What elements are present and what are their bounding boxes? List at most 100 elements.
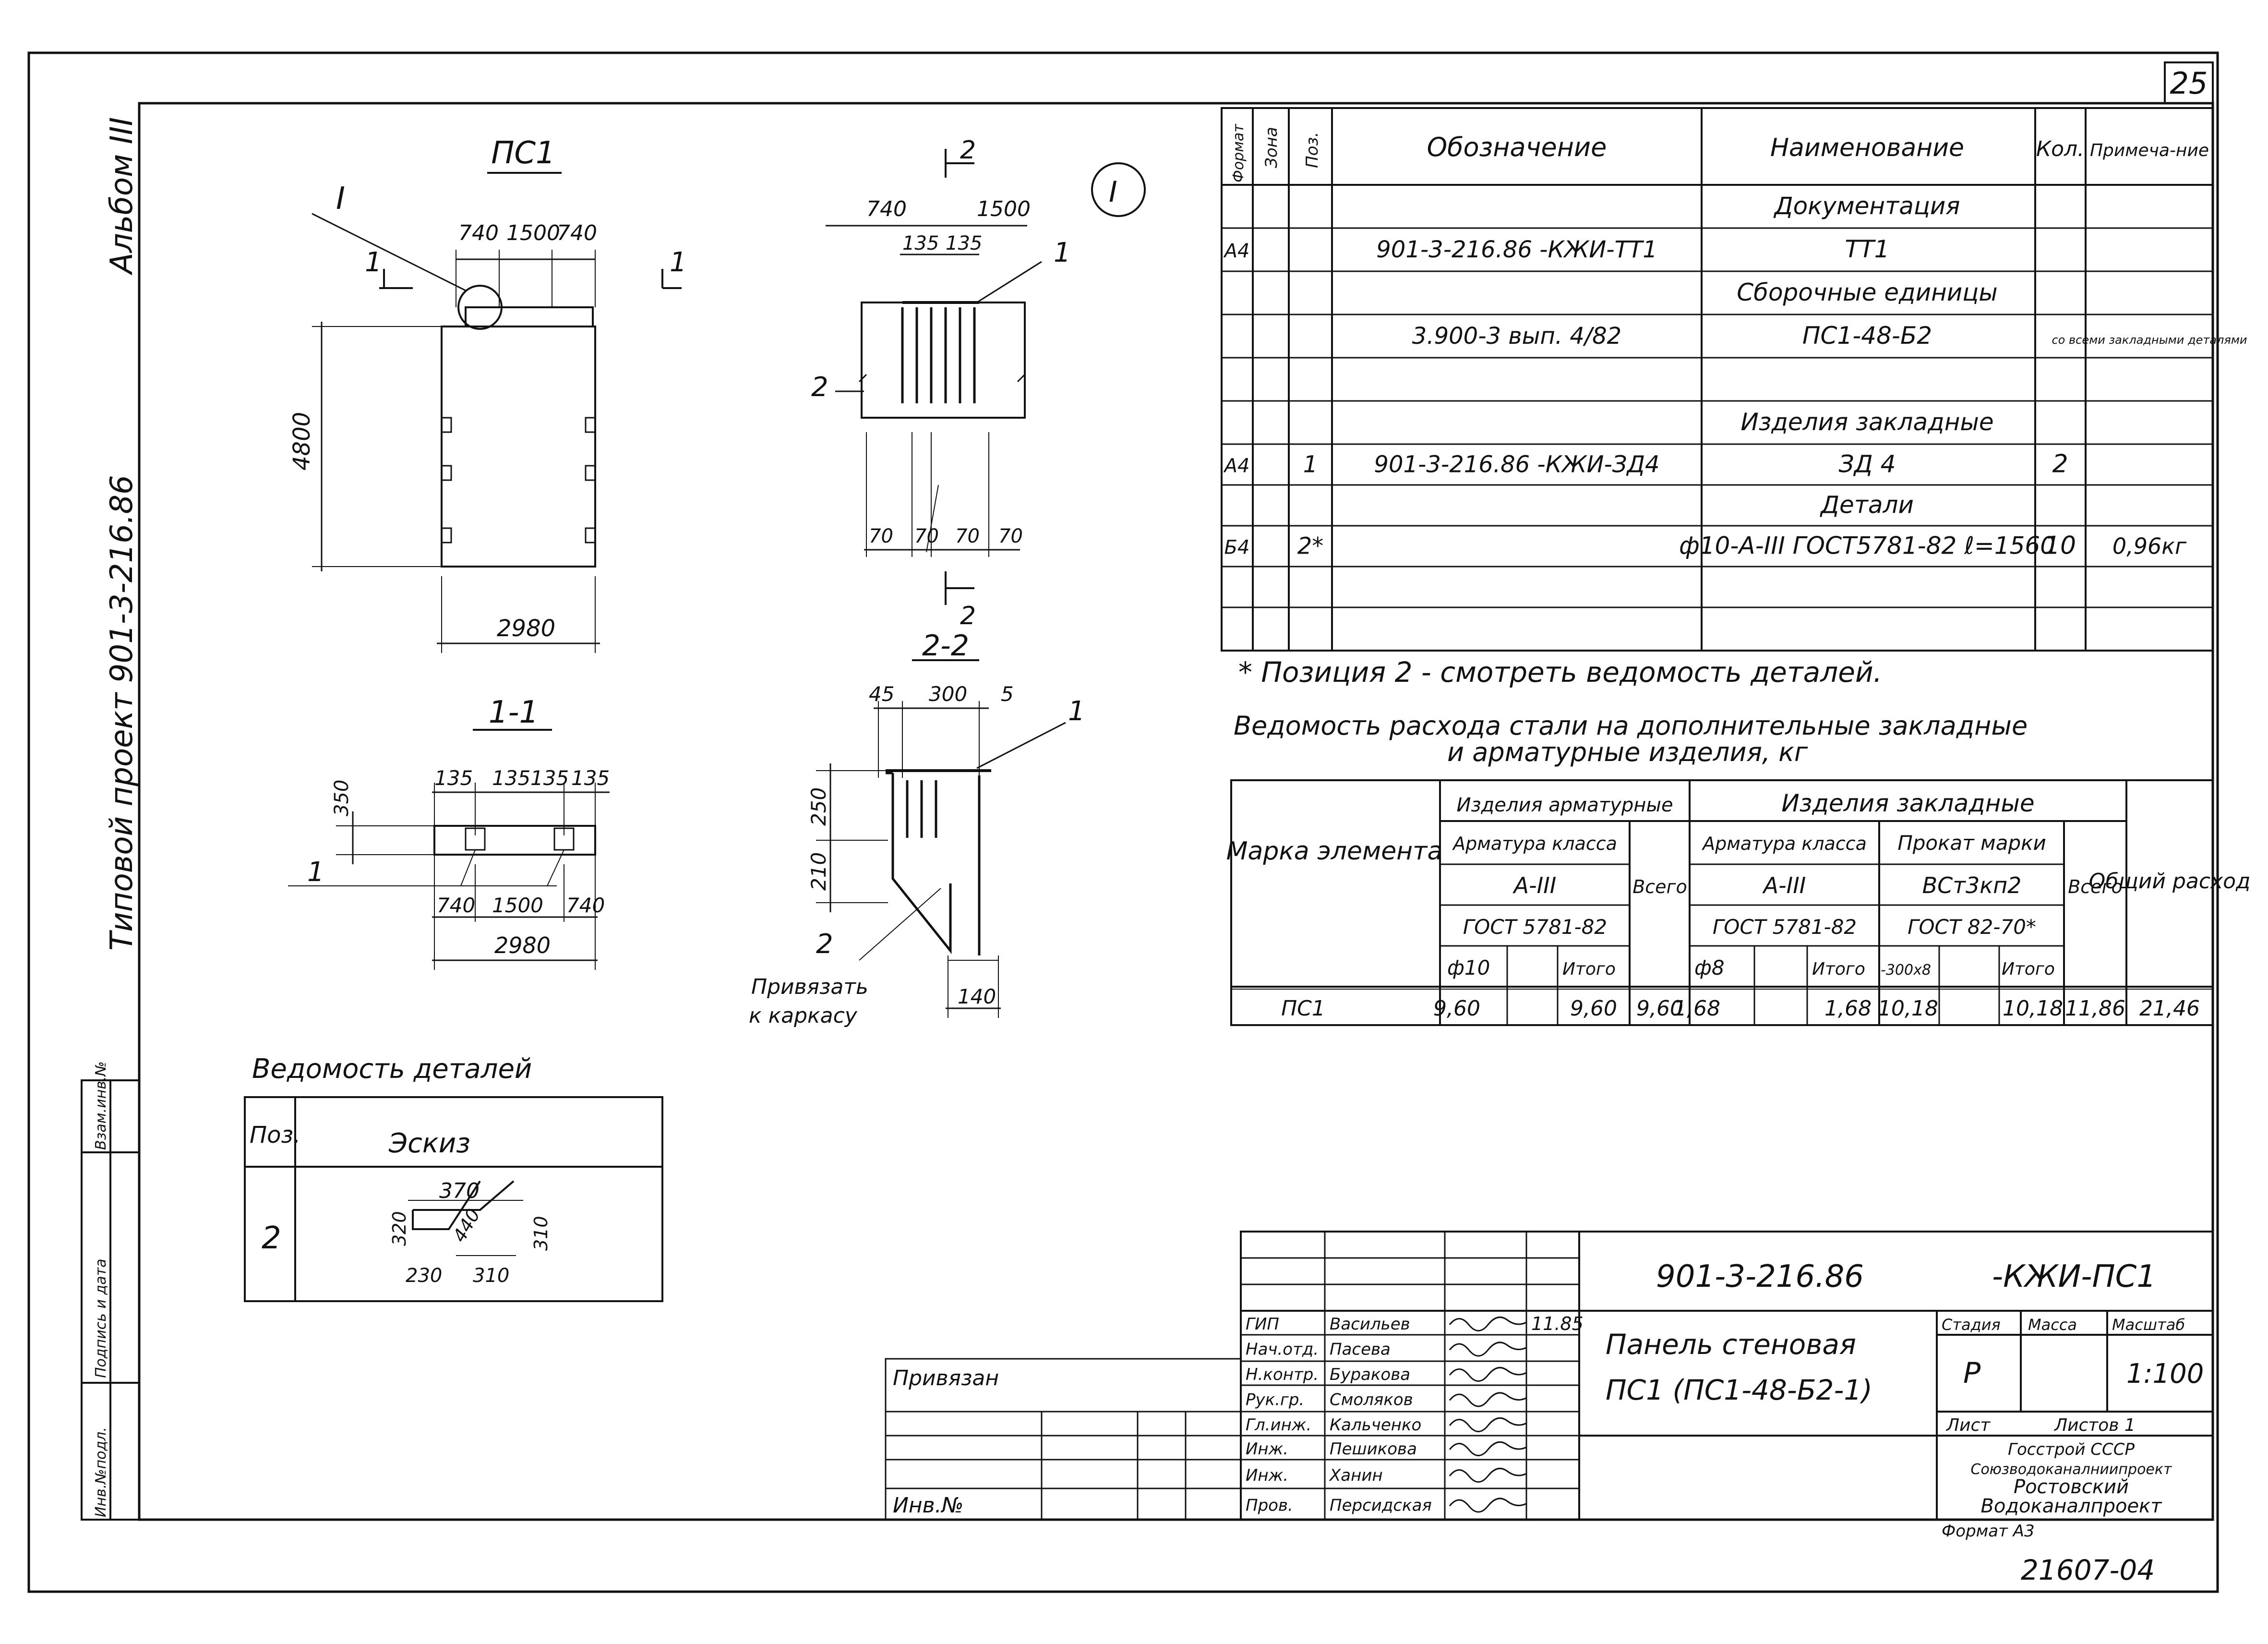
details-title: Ведомость деталей — [252, 1053, 532, 1085]
steel-cell-5: 1,68 — [1824, 996, 1872, 1021]
spec-h-format: Формат — [1230, 123, 1247, 182]
steel-h-vst: ВСт3кп2 — [1922, 872, 2022, 898]
spec-cell-r6-c3: 901-3-216.86 -КЖИ-ЗД4 — [1374, 451, 1659, 478]
s11-dim-top-3: 135 — [530, 766, 569, 790]
section-1-1 — [288, 729, 610, 970]
tb-privyazan: Привязан — [893, 1366, 999, 1390]
steel-h-vsego-1: Всего — [1632, 876, 1687, 897]
steel-h-itogo-2: Итого — [1812, 959, 1865, 979]
s11-dim-top-1: 135 — [434, 766, 473, 790]
steel-h-gost-1: ГОСТ 5781-82 — [1463, 915, 1607, 939]
spec-footnote: * Позиция 2 - смотреть ведомость деталей… — [1238, 656, 1882, 689]
s22-note-2: к каркасу — [749, 1003, 858, 1028]
steel-h-d10: ф10 — [1447, 956, 1490, 979]
s22-dim-top-3: 5 — [1001, 682, 1014, 706]
detail-I-mark: I — [1109, 175, 1117, 209]
s22-dim-left-2: 210 — [807, 852, 830, 891]
steel-h-a3-2: А-III — [1762, 872, 1806, 898]
title-block — [885, 1231, 2214, 1521]
pc1-elevation: ПС1 — [312, 135, 682, 653]
steel-h-total: Общий расход — [2089, 869, 2251, 894]
steel-h-arm-class-1: Арматура класса — [1452, 833, 1617, 854]
pc1-height-dim: 4800 — [288, 412, 315, 471]
steel-cell-1: 9,60 — [1433, 996, 1480, 1021]
pc1-section-mark-right: 1 — [670, 247, 687, 278]
steel-h-itogo-1: Итого — [1562, 959, 1616, 979]
s11-dim-bottom-1: 740 — [437, 894, 475, 917]
steel-h-gost-2: ГОСТ 5781-82 — [1713, 915, 1857, 939]
details-dim-5: 230 — [406, 1265, 442, 1287]
signature-0 — [1449, 1316, 1527, 1331]
tb-org-2: Союзводоканалниипроект — [1971, 1461, 2173, 1478]
detail-I-dim-bottom-4: 70 — [998, 525, 1023, 547]
signature-4 — [1449, 1417, 1527, 1432]
steel-h-zakl: Изделия закладные — [1781, 789, 2034, 817]
steel-cell-2: 9,60 — [1570, 996, 1617, 1021]
tb-sheet-h: Лист — [1945, 1415, 1991, 1435]
tb-format: Формат А3 — [1942, 1522, 2035, 1541]
tb-date: 11.85 — [1531, 1313, 1584, 1334]
detail-I-section-mark-top: 2 — [960, 136, 976, 165]
tb-role-1: Нач.отд. — [1246, 1340, 1319, 1359]
steel-h-arm-class-2: Арматура класса — [1701, 833, 1867, 854]
tb-name-0: Васильев — [1330, 1315, 1410, 1334]
detail-I-dim-bottom-3: 70 — [955, 525, 980, 547]
pc1-width-dim: 2980 — [497, 615, 555, 642]
detail-I-pos-1: 1 — [1054, 237, 1071, 268]
tb-code2: -КЖИ-ПС1 — [1992, 1259, 2156, 1294]
tb-sheets-h: Листов 1 — [2053, 1415, 2136, 1435]
steel-h-a3-1: А-III — [1512, 872, 1557, 898]
steel-h-d8: ф8 — [1694, 956, 1725, 979]
tb-name-4: Кальченко — [1330, 1415, 1421, 1435]
details-table — [244, 1096, 663, 1302]
spec-cell-r5-c4: Изделия закладные — [1740, 408, 1993, 436]
s22-note-1: Привязать — [751, 975, 868, 999]
doc-number: 21607-04 — [2021, 1554, 2155, 1586]
spec-table — [1221, 107, 2214, 652]
tb-name-2: Буракова — [1330, 1365, 1410, 1384]
details-dim-1: 370 — [439, 1179, 480, 1203]
steel-cell-3: 9,60 — [1636, 996, 1683, 1021]
tb-name-2: ПС1 (ПС1-48-Б2-1) — [1606, 1374, 1872, 1406]
tb-role-0: ГИП — [1246, 1315, 1279, 1334]
spec-h-designation: Обозначение — [1427, 132, 1607, 162]
steel-cell-0: ПС1 — [1281, 996, 1325, 1021]
s11-dim-top-2: 135 — [492, 766, 530, 790]
detail-I-dim-top-2: 1500 — [977, 197, 1031, 221]
signature-7 — [1449, 1498, 1527, 1513]
s11-dim-bottom-2: 1500 — [492, 894, 543, 917]
spec-cell-r8-c2: 2* — [1297, 533, 1324, 560]
detail-I-dim-inner-2: 135 — [946, 232, 982, 254]
spec-cell-r6-c5: 2 — [2052, 450, 2068, 479]
details-dim-4: 310 — [530, 1216, 552, 1251]
spec-cell-r3-c3: 3.900-3 вып. 4/82 — [1412, 323, 1621, 350]
spec-cell-r1-c4: ТТ1 — [1845, 235, 1890, 263]
spec-cell-r8-c6: 0,96кг — [2112, 533, 2187, 559]
stamp-vzam: Взам.инв.№ — [93, 1061, 109, 1150]
tb-scale-h: Масштаб — [2112, 1316, 2185, 1334]
steel-title-1: Ведомость расхода стали на дополнительны… — [1234, 711, 2028, 741]
detail-I-section-mark-left: 2 — [811, 372, 828, 403]
steel-h-vsego-2: Всего — [2068, 876, 2123, 897]
s11-pos-1: 1 — [307, 857, 324, 888]
steel-h-prokat: Прокат марки — [1897, 831, 2046, 855]
tb-name-3: Смоляков — [1330, 1390, 1413, 1410]
spec-cell-r7-c4: Детали — [1820, 491, 1914, 519]
spec-cell-r1-c3: 901-3-216.86 -КЖИ-ТТ1 — [1376, 236, 1657, 263]
details-h-pos: Поз. — [250, 1122, 300, 1148]
spec-cell-r3-c6: со всеми закладными деталями — [2052, 333, 2247, 347]
pc1-dim-top-3: 740 — [557, 221, 597, 245]
signature-6 — [1449, 1467, 1527, 1483]
s22-dim-top-1: 45 — [869, 682, 894, 706]
spec-cell-r6-c2: 1 — [1303, 451, 1318, 478]
s22-pos-1: 1 — [1068, 696, 1085, 727]
s11-dim-top-4: 135 — [571, 766, 610, 790]
tb-mass-h: Масса — [2028, 1316, 2077, 1334]
tb-name-1: Пасева — [1330, 1340, 1391, 1359]
s11-dim-bottom-3: 740 — [566, 894, 605, 917]
spec-cell-r1-c0: А4 — [1223, 240, 1250, 262]
section-2-2 — [816, 659, 1066, 1018]
tb-name-1: Панель стеновая — [1606, 1328, 1856, 1361]
